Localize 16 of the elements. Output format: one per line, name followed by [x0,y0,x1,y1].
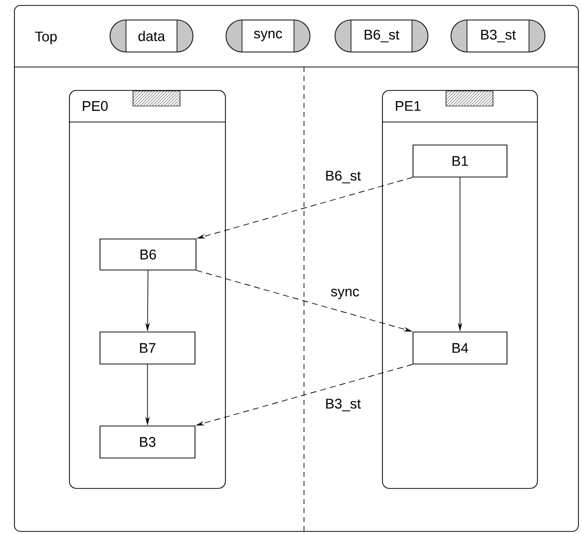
edge-label: sync [329,287,361,301]
block-box: B7 [100,332,196,364]
port-pill: B3_st [450,20,546,52]
processor-box: PE0 [82,90,180,111]
processor-box [382,90,538,489]
processor-box [68,90,226,489]
port-pill: data [110,20,194,52]
edge-label: B6_st [324,169,362,185]
port-pill: B6_st [334,20,428,52]
port-pill: sync [226,20,310,52]
block-box: B1 [412,144,508,178]
block-box: B3 [100,426,196,458]
processor-box: PE1 [396,90,494,111]
edge-label: B3_st [324,397,362,413]
block-box: B4 [412,332,508,364]
block-box: B6 [100,238,196,270]
